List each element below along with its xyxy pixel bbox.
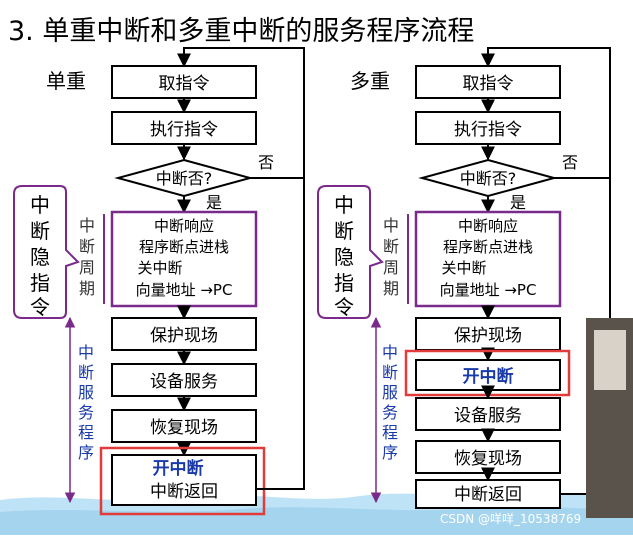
left-yes-label: 是 (206, 193, 222, 212)
left-hidden-char-3: 隐 (30, 245, 50, 269)
left-program-char-1: 中 (78, 343, 94, 362)
right-hidden-char-3: 隐 (334, 245, 354, 269)
left-cycle-line-4: 向量地址 →PC (136, 281, 233, 299)
right-program-char-1: 中 (382, 343, 398, 362)
right-hidden-callout (317, 185, 384, 319)
right-no-label: 否 (562, 153, 578, 172)
left-decision-text: 中断否? (156, 169, 213, 188)
right-cycle-line-2: 程序断点进栈 (443, 238, 533, 256)
right-program-char-4: 务 (382, 403, 398, 422)
left-hidden-char-4: 指 (30, 271, 50, 295)
right-cycle-line-4: 向量地址 →PC (440, 281, 537, 299)
left-program-char-2: 断 (78, 363, 94, 382)
right-cycle-line-3: 关中断 (441, 259, 486, 277)
left-no-label: 否 (258, 153, 274, 172)
right-flow-label: 多重 (350, 69, 390, 93)
right-restore-text: 恢复现场 (454, 449, 522, 469)
left-execute-text: 执行指令 (150, 120, 218, 140)
left-hidden-char-2: 断 (30, 219, 50, 243)
left-save-text: 保护现场 (150, 326, 218, 346)
right-hidden-char-2: 断 (334, 219, 354, 243)
left-cycle-line-3: 关中断 (137, 259, 182, 277)
left-program-char-4: 务 (78, 403, 94, 422)
left-cycle-label-4: 期 (79, 279, 95, 298)
left-service-box (111, 363, 257, 397)
right-cycle-line-1: 中断响应 (458, 217, 518, 235)
right-program-char-2: 断 (382, 363, 398, 382)
right-cycle-label-2: 断 (383, 237, 399, 256)
left-restore-box (111, 409, 257, 443)
left-hidden-callout (13, 185, 80, 319)
left-hidden-char-1: 中 (30, 193, 50, 217)
right-yes-label: 是 (510, 193, 526, 212)
left-open-text: 开中断 (153, 458, 204, 479)
right-save-text: 保护现场 (454, 326, 522, 346)
left-flow-label: 单重 (46, 69, 86, 93)
right-program-char-5: 程 (382, 423, 398, 442)
watermark: CSDN @咩咩_10538769 (440, 511, 581, 526)
right-service-text: 设备服务 (454, 406, 522, 426)
right-decision-text: 中断否? (460, 169, 517, 188)
right-interrupt-cycle-box (414, 210, 562, 308)
right-execute-text: 执行指令 (454, 120, 522, 140)
right-hidden-char-5: 令 (334, 295, 354, 319)
left-fetch-box (111, 65, 257, 99)
left-flow: 单重 取指令 执行指令 中断否? 否 是 中断响应 程序断点进栈 关中断 向量地… (13, 47, 305, 516)
right-open-box (415, 359, 561, 391)
left-restore-text: 恢复现场 (150, 418, 218, 438)
left-save-box (111, 317, 257, 351)
left-cycle-label-1: 中 (79, 216, 95, 235)
left-open-return-box (111, 454, 257, 506)
left-program-char-5: 程 (78, 423, 94, 442)
left-program-char-3: 服 (78, 383, 94, 402)
right-fetch-text: 取指令 (463, 74, 514, 94)
left-fetch-text: 取指令 (159, 74, 210, 94)
right-return-box (415, 479, 561, 509)
right-cycle-label-4: 期 (383, 279, 399, 298)
right-hidden-char-1: 中 (334, 193, 354, 217)
left-cycle-label-2: 断 (79, 237, 95, 256)
right-program-char-3: 服 (382, 383, 398, 402)
right-hidden-char-4: 指 (334, 271, 354, 295)
left-service-text: 设备服务 (150, 372, 218, 392)
right-execute-box (415, 111, 561, 145)
left-cycle-line-2: 程序断点进栈 (139, 238, 229, 256)
right-cycle-label-1: 中 (383, 216, 399, 235)
page-title: 3. 单重中断和多重中断的服务程序流程 (8, 16, 474, 47)
left-hidden-char-5: 令 (30, 295, 50, 319)
left-highlight-frame (99, 446, 266, 516)
video-overlay-highlight (594, 330, 626, 390)
left-program-char-6: 序 (78, 443, 94, 462)
right-return-text: 中断返回 (454, 485, 522, 505)
left-cycle-line-1: 中断响应 (154, 217, 214, 235)
right-cycle-label-3: 周 (383, 258, 399, 277)
left-cycle-label-3: 周 (79, 258, 95, 277)
left-return-text: 中断返回 (150, 482, 218, 502)
right-flow: 多重 取指令 执行指令 中断否? 否 是 中断响应 程序断点进栈 关中断 向量地… (317, 47, 611, 509)
right-program-char-6: 序 (382, 443, 398, 462)
right-open-text: 开中断 (463, 366, 514, 387)
